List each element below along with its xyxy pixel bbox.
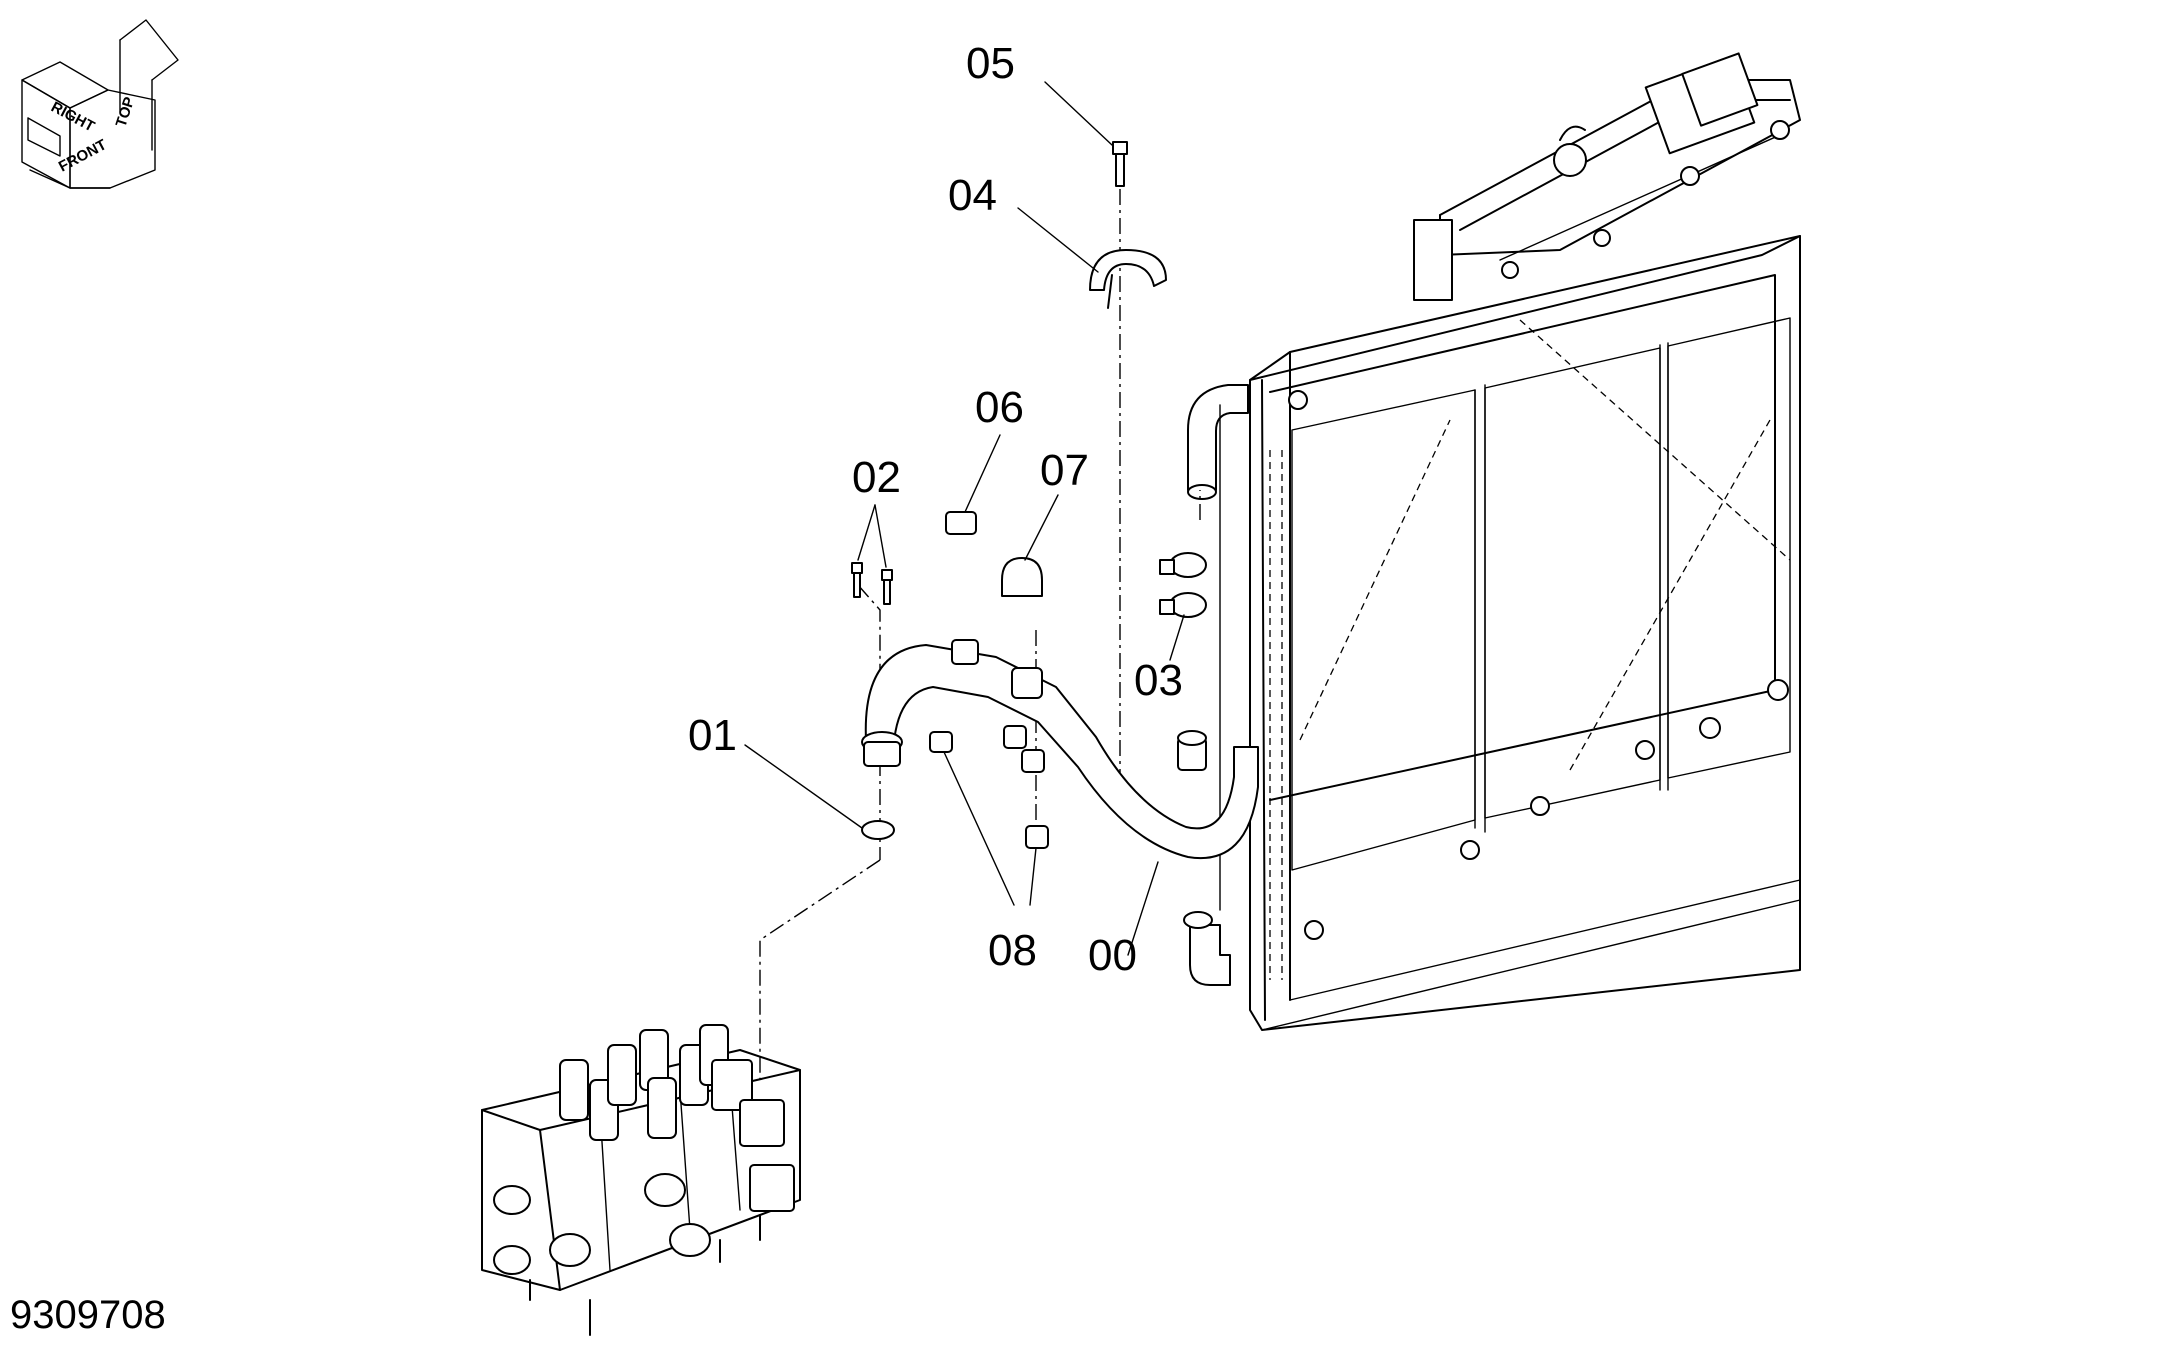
orient-front-label: FRONT (56, 136, 110, 175)
callout-00: 00 (1088, 931, 1137, 980)
callout-07: 07 (1040, 446, 1089, 495)
control-valve-block (481, 1024, 801, 1336)
cap-06 (945, 511, 977, 535)
clamp-03 (1159, 552, 1207, 618)
radiator-frame (1183, 52, 1801, 1031)
callout-03: 03 (1134, 656, 1183, 705)
callout-06: 06 (975, 383, 1024, 432)
oring-01 (861, 820, 895, 840)
orient-top-label: TOP (113, 95, 139, 129)
orientation-cube-icon: TOP RIGHT FRONT (21, 19, 179, 189)
plugs-08 (929, 731, 1049, 849)
orient-right-label: RIGHT (48, 99, 97, 136)
callout-02: 02 (852, 453, 901, 502)
bolt-05 (1112, 141, 1128, 187)
bolts-02 (851, 562, 893, 605)
alignment-lines (759, 160, 1201, 1080)
callout-04: 04 (948, 171, 997, 220)
callout-08: 08 (988, 926, 1037, 975)
leader-lines (744, 81, 1185, 956)
clamp-04 (1089, 249, 1167, 309)
plug-07 (1001, 557, 1043, 597)
hydraulic-pipe (861, 639, 1259, 860)
callout-05: 05 (966, 39, 1015, 88)
callout-01: 01 (688, 711, 737, 760)
drawing-number: 9309708 (10, 1293, 166, 1337)
callouts: 00 01 02 03 04 05 06 07 08 (688, 39, 1183, 980)
